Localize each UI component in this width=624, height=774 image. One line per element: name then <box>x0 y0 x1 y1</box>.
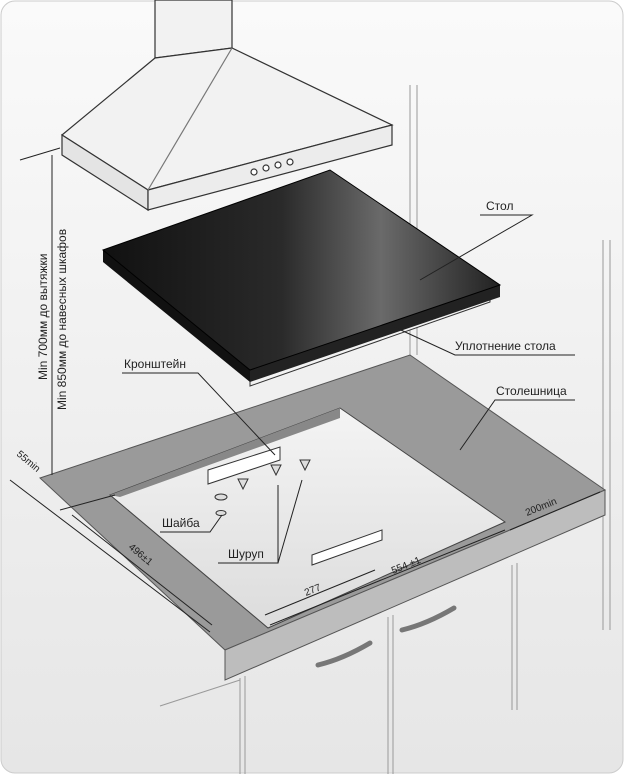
dimension-lines <box>9 147 601 633</box>
screw-icon <box>237 459 311 491</box>
label-screw: Шуруп <box>228 547 264 561</box>
cabinets <box>159 563 518 774</box>
mounting-brackets <box>207 446 383 566</box>
cooker-hood <box>60 0 394 212</box>
label-countertop: Столешница <box>496 384 567 398</box>
label-table-seal: Уплотнение стола <box>455 339 556 353</box>
label-washer: Шайба <box>162 516 200 530</box>
label-bracket: Кронштейн <box>124 357 186 371</box>
leader-lines <box>122 214 575 564</box>
dim-min-hood: Min 700мм до вытяжки <box>36 253 50 380</box>
dim-min-cabinets: Min 850мм до навесных шкафов <box>55 229 69 410</box>
countertop <box>39 354 607 681</box>
hob-glass-panel <box>101 169 502 387</box>
washer-icon <box>214 493 228 516</box>
label-table: Стол <box>486 199 513 213</box>
